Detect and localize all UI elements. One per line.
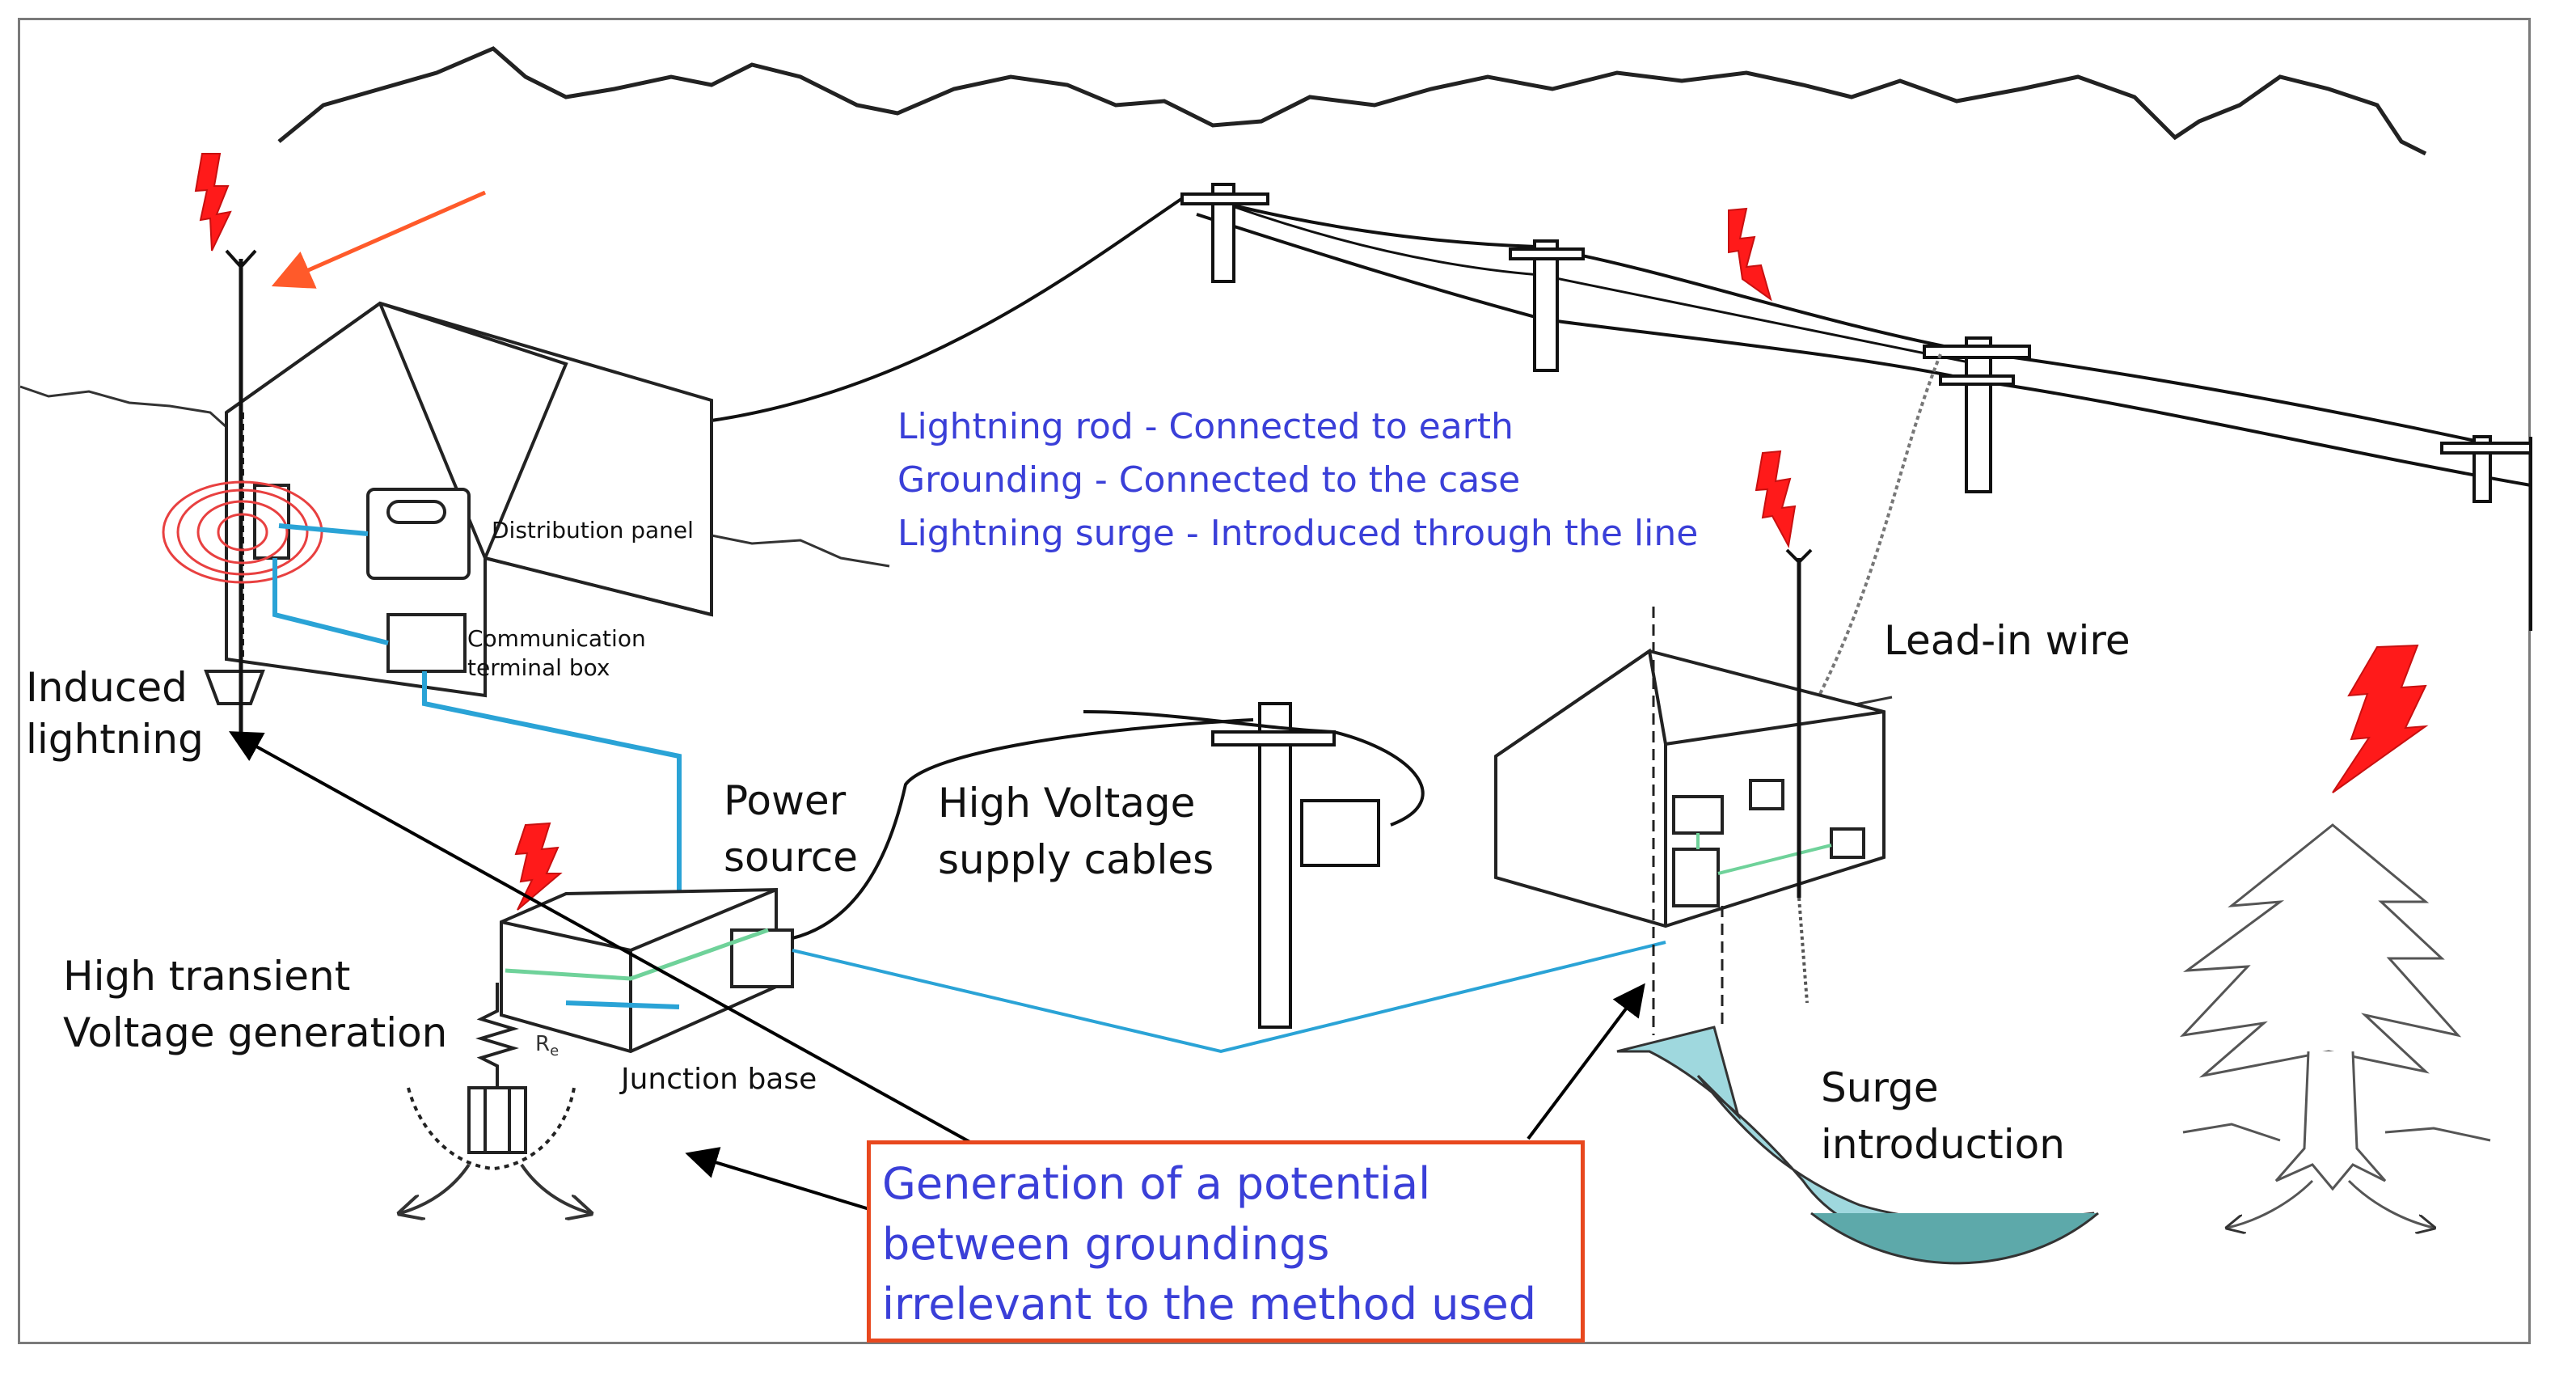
utility-pole-2 [1509, 239, 1585, 372]
communication-terminal-box [386, 613, 467, 673]
right-house-outlet-2 [1830, 827, 1865, 859]
right-house-meter [1672, 795, 1724, 835]
lightning-bolt-junction [514, 822, 563, 911]
lightning-bolts [194, 153, 2429, 911]
blue-notes: Lightning rod - Connected to earth Groun… [897, 400, 1698, 560]
label-induced-lightning: Induced lightning [26, 664, 204, 763]
ground-dispersion-arrows [400, 1163, 590, 1213]
label-communication-terminal-box: Communication terminal box [467, 625, 646, 682]
middle-pole [1211, 702, 1380, 1029]
left-house [204, 301, 713, 705]
right-house-panel [1672, 848, 1720, 907]
lead-in-wire [1818, 353, 1942, 696]
induced-lightning-rings [162, 480, 323, 584]
meter-wire [272, 558, 389, 645]
callout-line-3: irrelevant to the method used [882, 1279, 1537, 1330]
right-house [1494, 648, 1886, 928]
tree [2179, 823, 2491, 1191]
ground-electrode [407, 1086, 576, 1171]
panel-wire [278, 523, 369, 536]
lightning-bolt-sky [1728, 207, 1772, 302]
lightning-bolt-tree [2332, 644, 2429, 793]
lightning-bolt-right-house [1755, 450, 1797, 549]
label-high-voltage-supply-cables: High Voltage supply cables [938, 780, 1214, 883]
junction-base [500, 887, 794, 1054]
junction-blue-wire [565, 1000, 680, 1009]
red-arrow [271, 190, 487, 289]
label-resistance: Re [535, 1032, 560, 1060]
arrow-to-right-house [1527, 983, 1645, 1140]
utility-pole-4 [2440, 435, 2532, 503]
underground-blue-cable [792, 941, 1666, 1054]
note-grounding: Grounding - Connected to the case [897, 459, 1521, 501]
right-house-outlet [1749, 779, 1784, 810]
tree-dispersion-arrows [2228, 1179, 2434, 1228]
label-surge-introduction: Surge introduction [1821, 1064, 2065, 1168]
overhead-line-lower [1196, 213, 2532, 487]
junction-green-wire [505, 928, 769, 981]
lightning-bolt-left [194, 153, 232, 252]
horizon-left [19, 385, 228, 429]
label-distribution-panel: Distribution panel [492, 517, 694, 543]
right-rod-tip [1785, 548, 1813, 565]
middle-pole-cable [1083, 710, 1425, 827]
note-lightning-rod: Lightning rod - Connected to earth [897, 406, 1514, 447]
ground-resistor [475, 983, 519, 1088]
label-lead-in-wire: Lead-in wire [1884, 617, 2130, 664]
pole-transformer [1300, 799, 1380, 867]
right-house-green-wire [1696, 833, 1832, 875]
right-rod-down [1797, 897, 1809, 1004]
left-house-meter [253, 484, 290, 560]
callout-line-2: between groundings [882, 1218, 1330, 1270]
arrow-to-induced [229, 731, 975, 1146]
callout-arrows [229, 731, 1645, 1211]
arrow-to-junction [685, 1147, 870, 1211]
surge-arrow-inner [1810, 1212, 2099, 1265]
utility-pole-1 [1180, 183, 1269, 283]
callout-box: Generation of a potential between ground… [867, 1140, 1585, 1343]
label-power-source: Power source [724, 777, 859, 881]
comm-wire [422, 671, 682, 1007]
hv-supply-cable [792, 718, 1254, 940]
horizon-mid [703, 532, 890, 568]
diagram-frame [18, 18, 2531, 1344]
note-lightning-surge: Lightning surge - Introduced through the… [897, 513, 1699, 554]
label-high-transient-voltage: High transient Voltage generation [63, 953, 448, 1056]
utility-pole-3 [1923, 336, 2031, 493]
mountain-ridge [277, 46, 2427, 156]
label-junction-base: Junction base [621, 1063, 817, 1096]
callout-line-1: Generation of a potential [882, 1158, 1431, 1209]
rod-tip [225, 249, 257, 269]
